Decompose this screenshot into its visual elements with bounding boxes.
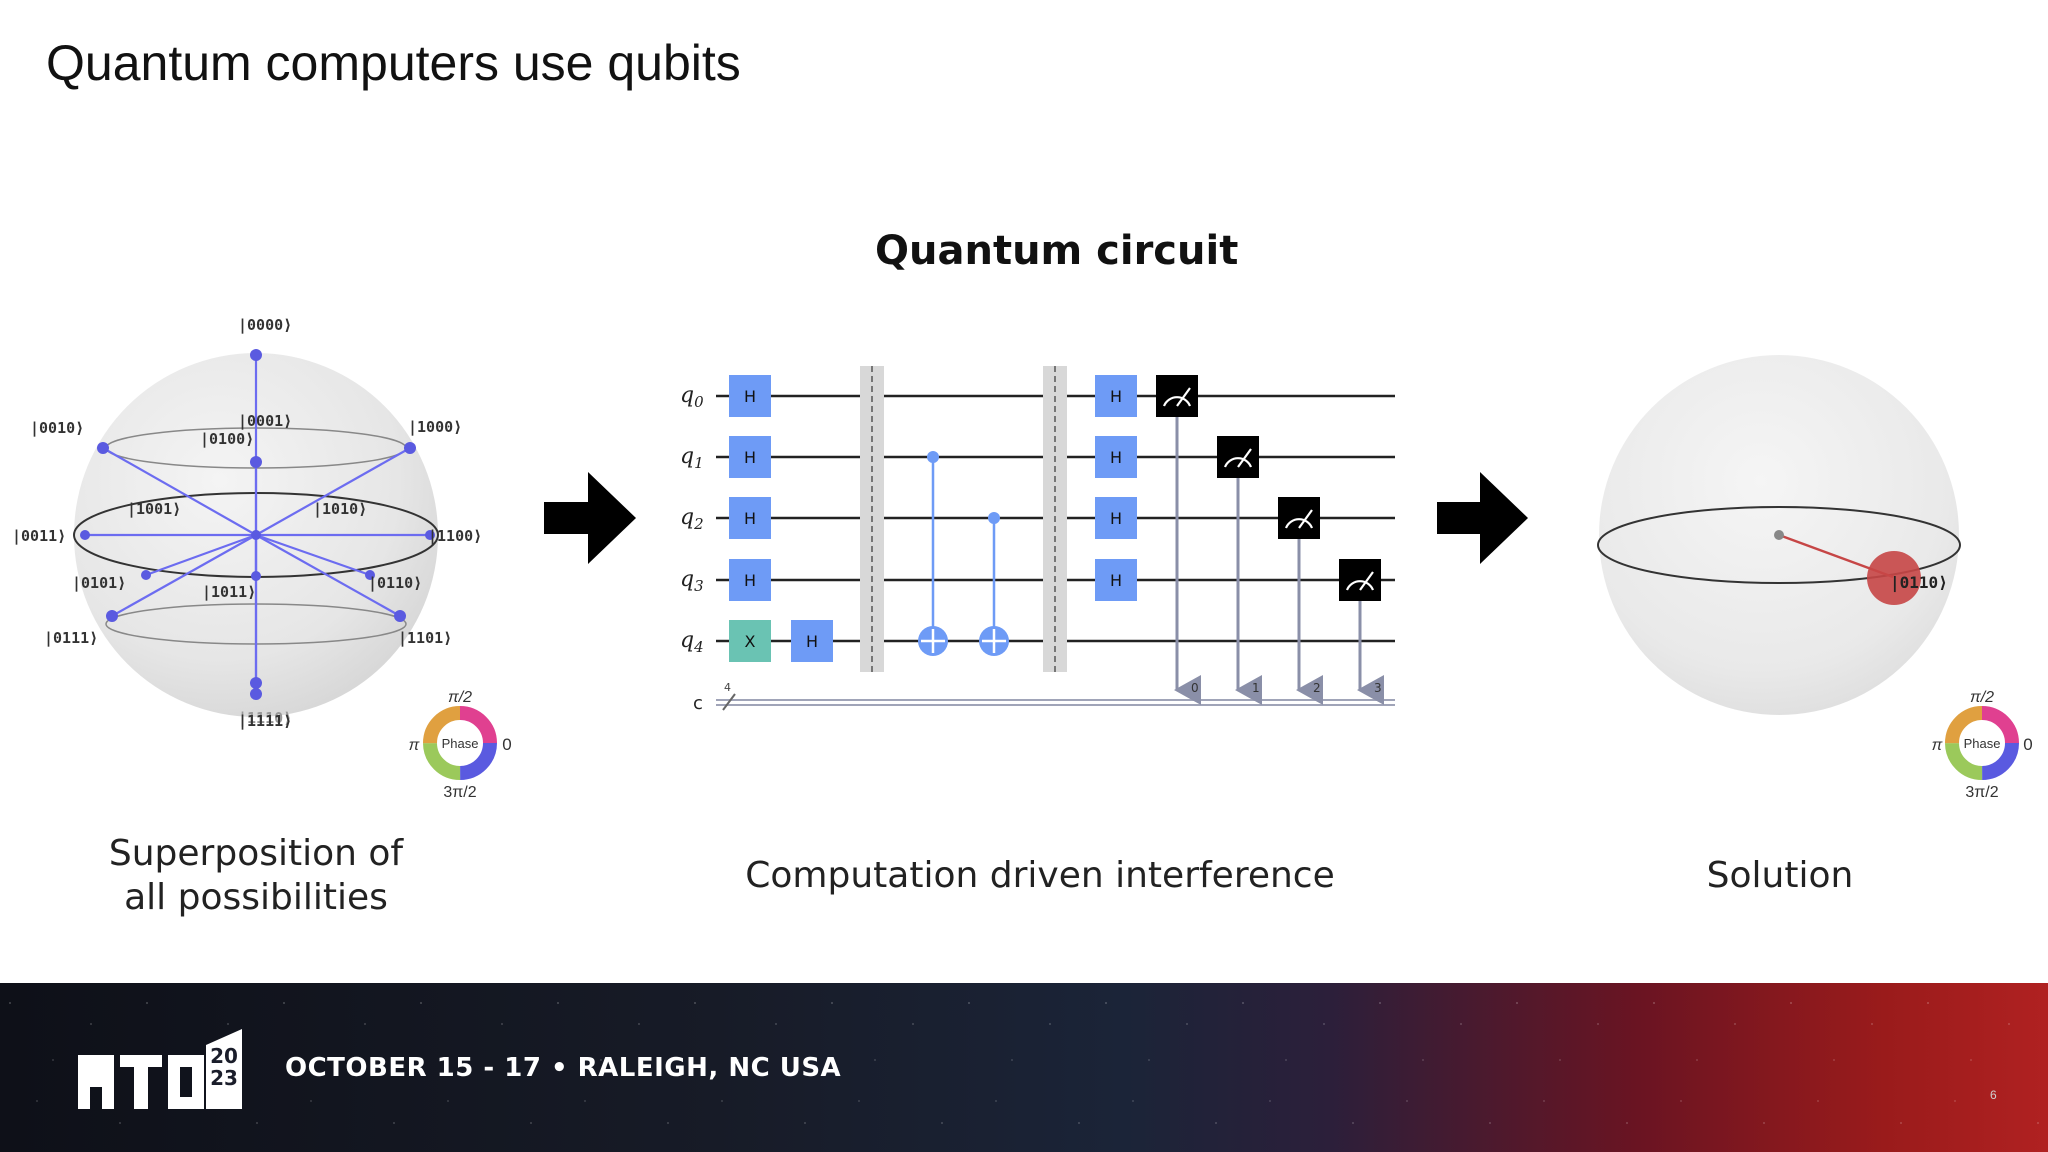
state-label: |1010⟩ — [313, 500, 367, 519]
x-gate: X — [729, 620, 771, 662]
svg-text:H: H — [744, 448, 756, 467]
state-labels: |0000⟩ |0001⟩ |0010⟩ |0100⟩ |1000⟩ |1001… — [12, 316, 482, 731]
circuit-title: Quantum circuit — [875, 228, 1239, 274]
state-label: |1001⟩ — [127, 500, 181, 519]
state-label: |1011⟩ — [202, 583, 256, 602]
state-label: |0000⟩ — [238, 316, 292, 335]
solution-state-point — [1867, 551, 1921, 605]
svg-text:2: 2 — [1313, 681, 1321, 695]
measure-gate: 3 — [1339, 559, 1384, 705]
measure-gate: 1 — [1217, 436, 1262, 705]
state-label: |1000⟩ — [408, 418, 462, 437]
phase-right-label: 0 — [502, 735, 511, 754]
phase-center-label: Phase — [442, 736, 479, 751]
classical-count: 4 — [724, 681, 731, 694]
cnot-gate — [918, 451, 948, 656]
phase-center-label: Phase — [1964, 736, 2001, 751]
state-label: |0011⟩ — [12, 527, 66, 546]
barrier — [1043, 366, 1067, 672]
h-gate: H — [1095, 375, 1137, 417]
state-label: |1110⟩ — [238, 709, 292, 728]
svg-text:H: H — [1110, 571, 1122, 590]
svg-text:H: H — [744, 387, 756, 406]
phase-top-label: π/2 — [448, 689, 472, 706]
superposition-caption: Superposition of all possibilities — [60, 832, 452, 920]
qubit-labels: q0 q1 q2 q3 q4 — [680, 383, 704, 656]
phase-bottom-label: 3π/2 — [443, 784, 476, 801]
phase-left-label: π — [409, 737, 420, 754]
cnot-gate — [979, 512, 1009, 656]
ato-logo: 20 23 — [78, 1029, 242, 1109]
h-gate: H — [791, 620, 833, 662]
event-date-location: OCTOBER 15 - 17 • RALEIGH, NC USA — [285, 1053, 842, 1083]
svg-text:H: H — [1110, 448, 1122, 467]
h-gate: H — [729, 375, 771, 417]
sphere-center-point — [1774, 530, 1784, 540]
h-gate: H — [1095, 559, 1137, 601]
state-points — [80, 349, 435, 700]
svg-text:1: 1 — [1252, 681, 1260, 695]
phase-bottom-label: 3π/2 — [1965, 784, 1998, 801]
qubit-label: q2 — [680, 505, 704, 533]
right-arrow-icon — [1437, 472, 1528, 564]
state-label: |0101⟩ — [72, 574, 126, 593]
state-label: |1111⟩ — [238, 712, 292, 731]
state-vectors — [85, 355, 430, 694]
solution-state-label: |0110⟩ — [1890, 573, 1948, 593]
slide-title: Quantum computers use qubits — [46, 35, 741, 91]
qsphere-right: |0110⟩ Phase π/2 π 0 3π/2 — [1597, 355, 2033, 801]
svg-text:H: H — [744, 509, 756, 528]
qubit-label: q1 — [680, 444, 704, 472]
svg-text:0: 0 — [1191, 681, 1199, 695]
starfield-background — [0, 983, 2048, 1152]
state-label: |0110⟩ — [368, 574, 422, 593]
h-gate: H — [729, 559, 771, 601]
phase-left-label: π — [1932, 737, 1943, 754]
phase-top-label: π/2 — [1970, 689, 1994, 706]
svg-text:3: 3 — [1374, 681, 1382, 695]
svg-text:H: H — [806, 632, 818, 651]
quantum-circuit: q0 q1 q2 q3 q4 c 4 H H H H X H — [680, 366, 1395, 714]
state-label: |1101⟩ — [398, 629, 452, 648]
interference-caption: Computation driven interference — [745, 855, 1335, 896]
h-gate: H — [1095, 436, 1137, 478]
state-label: |0111⟩ — [44, 629, 98, 648]
qubit-label: q0 — [680, 383, 704, 411]
phase-right-label: 0 — [2023, 735, 2032, 754]
phase-wheel-left: Phase π/2 π 0 3π/2 — [409, 689, 512, 801]
qubit-label: q3 — [680, 567, 704, 595]
svg-text:H: H — [1110, 387, 1122, 406]
state-label: |0100⟩ — [200, 430, 254, 449]
svg-text:H: H — [1110, 509, 1122, 528]
qsphere-left: |0000⟩ |0001⟩ |0010⟩ |0100⟩ |1000⟩ |1001… — [12, 316, 512, 801]
barrier — [860, 366, 884, 672]
h-gate: H — [729, 436, 771, 478]
measure-gate: 0 — [1156, 375, 1201, 705]
svg-text:X: X — [745, 632, 756, 651]
state-label: |1100⟩ — [428, 527, 482, 546]
logo-year-top: 20 — [210, 1044, 238, 1068]
classical-wire — [716, 693, 1395, 711]
state-label: |0010⟩ — [30, 419, 84, 438]
logo-year-bottom: 23 — [210, 1066, 238, 1090]
caption-line-1: Superposition of — [108, 833, 404, 874]
classical-label: c — [693, 693, 703, 714]
svg-text:H: H — [744, 571, 756, 590]
right-arrow-icon — [544, 472, 636, 564]
footer-banner: 20 23 OCTOBER 15 - 17 • RALEIGH, NC USA … — [0, 983, 2048, 1152]
phase-wheel-right: Phase π/2 π 0 3π/2 — [1932, 689, 2033, 801]
page-number: 6 — [1990, 1088, 1997, 1102]
caption-line-2: all possibilities — [124, 877, 388, 918]
measure-gate: 2 — [1278, 497, 1323, 705]
state-label: |0001⟩ — [238, 412, 292, 431]
h-gate: H — [1095, 497, 1137, 539]
solution-caption: Solution — [1706, 855, 1854, 896]
h-gate: H — [729, 497, 771, 539]
solution-equator — [1597, 506, 1961, 584]
qubit-label: q4 — [680, 628, 704, 656]
